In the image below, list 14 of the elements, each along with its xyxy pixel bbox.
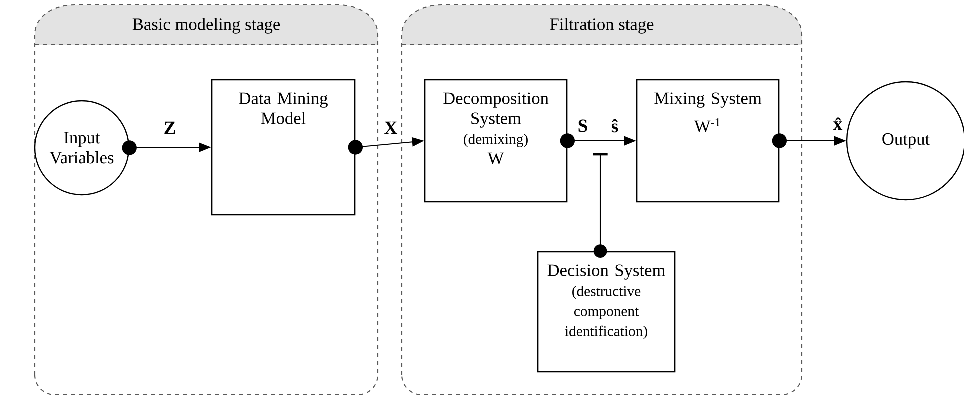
- edge-label: S: [576, 118, 590, 134]
- arrow: [593, 153, 608, 258]
- stage-heading: Filtration stage: [550, 18, 654, 34]
- process-box: Decision System (destructive component identification): [537, 251, 676, 373]
- edge-label: Z: [162, 120, 178, 136]
- process-box: Mixing System W$^{-1}$: [636, 79, 780, 203]
- edge-label: X: [382, 120, 400, 136]
- edge-label: x̂: [832, 116, 844, 132]
- signal-label: ŝ: [610, 118, 620, 134]
- stage-heading: Basic modeling stage: [132, 18, 280, 34]
- stage-panel: [34, 4, 379, 396]
- process-box: Data Mining Model: [211, 79, 356, 216]
- stage-panel: [401, 4, 803, 396]
- process-box: Decomposition System (demixing) W: [424, 79, 568, 203]
